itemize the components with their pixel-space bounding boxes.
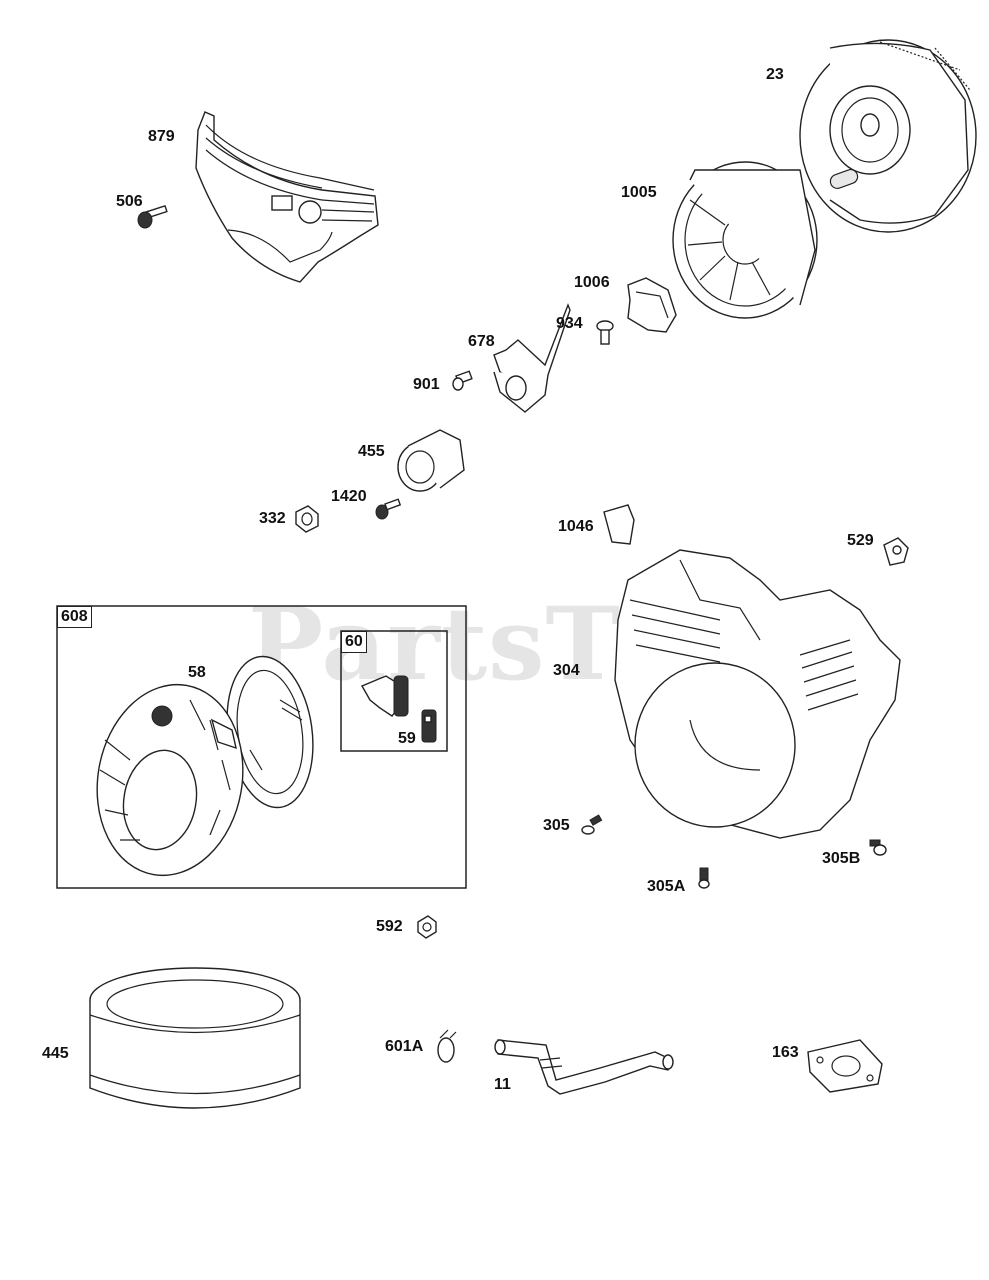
- part-455-cup[interactable]: [397, 429, 465, 492]
- part-1005-fan[interactable]: [672, 161, 818, 319]
- part-305A-screw[interactable]: [698, 867, 710, 889]
- callout-305B[interactable]: 305B: [822, 850, 861, 867]
- part-11-hose[interactable]: [494, 1039, 674, 1095]
- part-58-spring[interactable]: [218, 651, 322, 813]
- callout-592[interactable]: 592: [376, 918, 403, 935]
- callout-529[interactable]: 529: [847, 532, 874, 549]
- callout-305[interactable]: 305: [543, 817, 570, 834]
- callout-1046[interactable]: 1046: [558, 518, 594, 535]
- group-label-60[interactable]: 60: [341, 631, 367, 653]
- callout-163[interactable]: 163: [772, 1044, 799, 1061]
- callout-506[interactable]: 506: [116, 193, 143, 210]
- callout-332[interactable]: 332: [259, 510, 286, 527]
- part-608-starter-cover[interactable]: [82, 673, 257, 887]
- callout-901[interactable]: 901: [413, 376, 440, 393]
- part-879-cover[interactable]: [195, 111, 379, 283]
- part-934-bolt[interactable]: [596, 320, 614, 345]
- callout-879[interactable]: 879: [148, 128, 175, 145]
- callout-1006[interactable]: 1006: [574, 274, 610, 291]
- part-601A-clamp[interactable]: [437, 1029, 457, 1063]
- part-529-clip[interactable]: [883, 537, 909, 566]
- part-332-nut[interactable]: [295, 505, 319, 533]
- part-304-blower-housing[interactable]: [614, 549, 901, 839]
- part-305-screw[interactable]: [581, 814, 603, 835]
- part-59-insert[interactable]: [421, 709, 437, 743]
- part-592-nut[interactable]: [417, 915, 437, 939]
- callout-59[interactable]: 59: [398, 730, 416, 747]
- part-678-bracket[interactable]: [493, 303, 571, 413]
- callout-1420[interactable]: 1420: [331, 488, 367, 505]
- group-box-60: [340, 630, 448, 752]
- part-23-flywheel[interactable]: [799, 39, 977, 233]
- callout-58[interactable]: 58: [188, 664, 206, 681]
- part-1420-screw[interactable]: [375, 498, 402, 520]
- part-305B-screw[interactable]: [869, 839, 887, 856]
- callout-305A[interactable]: 305A: [647, 878, 686, 895]
- callout-1005[interactable]: 1005: [621, 184, 657, 201]
- callout-601A[interactable]: 601A: [385, 1038, 424, 1055]
- callout-678[interactable]: 678: [468, 333, 495, 350]
- part-1046-pad[interactable]: [603, 504, 635, 545]
- part-1006-screen[interactable]: [627, 277, 677, 333]
- group-box-608: [56, 605, 467, 889]
- part-901-bolt[interactable]: [452, 370, 473, 391]
- callout-934[interactable]: 934: [556, 315, 583, 332]
- part-163-gasket[interactable]: [807, 1039, 883, 1093]
- callout-11[interactable]: 11: [494, 1076, 511, 1093]
- callout-445[interactable]: 445: [42, 1045, 69, 1062]
- callout-304[interactable]: 304: [553, 662, 580, 679]
- callout-23[interactable]: 23: [766, 66, 784, 83]
- callout-455[interactable]: 455: [358, 443, 385, 460]
- part-506-screw[interactable]: [137, 204, 168, 229]
- group-label-608[interactable]: 608: [57, 606, 92, 628]
- part-445-air-filter[interactable]: [89, 967, 301, 1109]
- part-60-handle[interactable]: [360, 675, 409, 717]
